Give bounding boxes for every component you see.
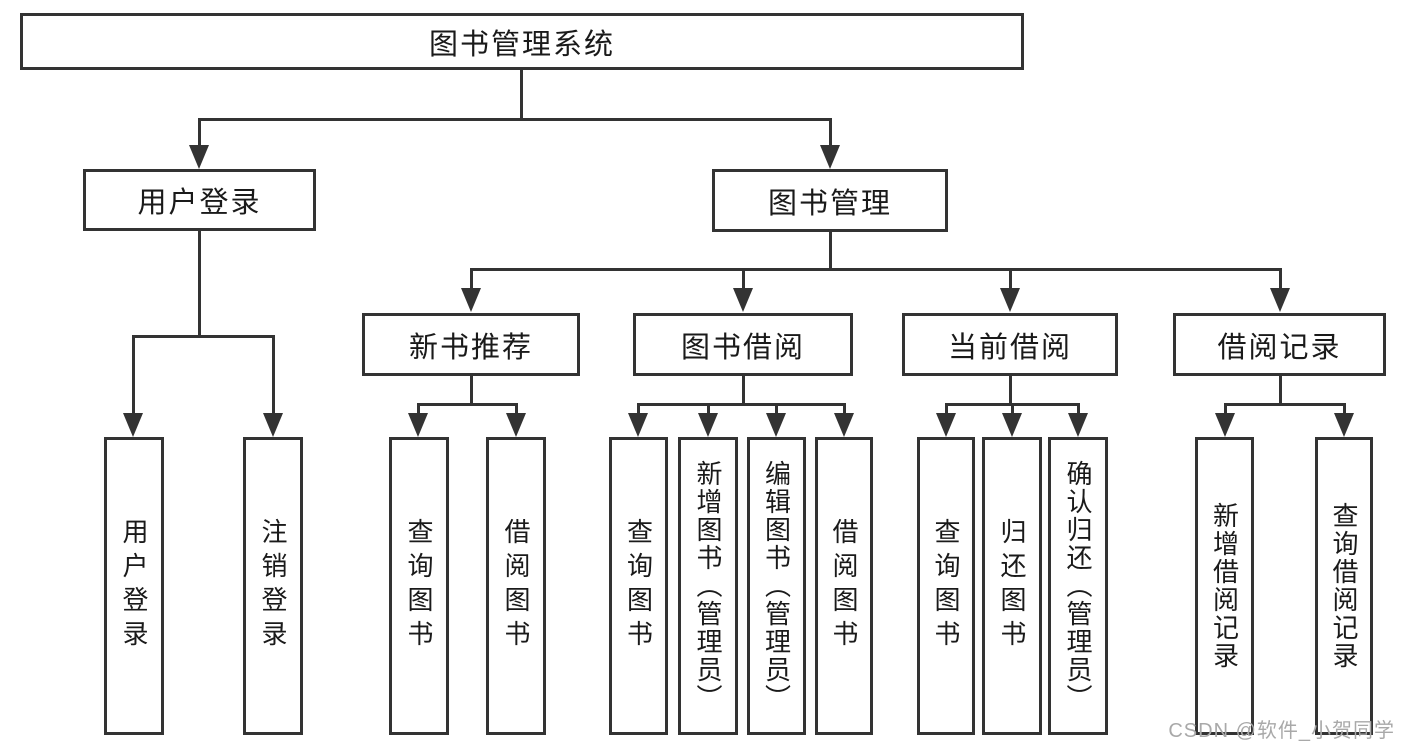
node-leaf-bor-add-books-admin-label: 新增图书（管理员）	[693, 460, 723, 712]
node-leaf-rec-query-books: 查询图书	[389, 437, 449, 735]
node-new-book-recommendation-label: 新书推荐	[408, 331, 533, 364]
connector-arrowhead	[189, 145, 209, 169]
connector-vline	[1279, 375, 1282, 405]
node-leaf-cur-return-books: 归还图书	[982, 437, 1042, 735]
connector-vline	[637, 403, 640, 415]
node-leaf-logout: 注销登录	[243, 437, 303, 735]
connector-vline	[272, 335, 275, 414]
connector-arrowhead	[1215, 413, 1235, 437]
node-leaf-hist-query-record: 查询借阅记录	[1315, 437, 1373, 735]
node-leaf-user-login: 用户登录	[104, 437, 164, 735]
connector-vline	[707, 403, 710, 415]
connector-vline	[1009, 268, 1012, 290]
node-book-borrowing: 图书借阅	[633, 313, 853, 376]
node-current-borrowing-label: 当前借阅	[947, 331, 1072, 364]
node-leaf-user-login-label: 用户登录	[119, 518, 149, 654]
node-leaf-cur-return-books-label: 归还图书	[997, 518, 1027, 654]
connector-arrowhead	[1002, 413, 1022, 437]
connector-vline	[132, 335, 135, 414]
connector-arrowhead	[834, 413, 854, 437]
connector-vline	[520, 69, 523, 120]
connector-vline	[1279, 268, 1282, 290]
node-book-management-label: 图书管理	[767, 187, 892, 220]
node-borrowing-records-label: 借阅记录	[1217, 331, 1342, 364]
node-book-borrowing-label: 图书借阅	[680, 331, 805, 364]
node-leaf-bor-edit-books-admin: 编辑图书（管理员）	[747, 437, 806, 735]
connector-arrowhead	[1334, 413, 1354, 437]
connector-arrowhead	[263, 413, 283, 437]
connector-vline	[417, 403, 420, 415]
node-current-borrowing: 当前借阅	[902, 313, 1118, 376]
node-root-label: 图书管理系统	[428, 28, 615, 61]
node-leaf-bor-edit-books-admin-label: 编辑图书（管理员）	[761, 460, 792, 712]
connector-hline	[470, 268, 1282, 271]
node-leaf-cur-query-books: 查询图书	[917, 437, 975, 735]
connector-vline	[843, 403, 846, 415]
connector-arrowhead	[461, 288, 481, 312]
node-leaf-bor-add-books-admin: 新增图书（管理员）	[678, 437, 738, 735]
csdn-watermark: CSDN @软件_小贺同学	[1168, 720, 1395, 742]
connector-vline	[1009, 375, 1012, 405]
node-leaf-hist-add-record-label: 新增借阅记录	[1209, 502, 1240, 670]
connector-hline	[417, 403, 518, 406]
connector-vline	[1343, 403, 1346, 415]
connector-hline	[132, 335, 275, 338]
connector-arrowhead	[506, 413, 526, 437]
node-leaf-rec-borrow-books-label: 借阅图书	[501, 518, 531, 654]
connector-vline	[470, 375, 473, 405]
node-new-book-recommendation: 新书推荐	[362, 313, 580, 376]
node-leaf-rec-borrow-books: 借阅图书	[486, 437, 546, 735]
connector-vline	[198, 231, 201, 337]
connector-arrowhead	[698, 413, 718, 437]
connector-arrowhead	[1270, 288, 1290, 312]
node-leaf-bor-query-books: 查询图书	[609, 437, 668, 735]
node-user-login-label: 用户登录	[137, 187, 262, 219]
node-user-login: 用户登录	[83, 169, 316, 231]
node-leaf-logout-label: 注销登录	[258, 518, 288, 654]
node-borrowing-records: 借阅记录	[1173, 313, 1386, 376]
connector-vline	[742, 375, 745, 405]
connector-arrowhead	[123, 413, 143, 437]
connector-hline	[637, 403, 846, 406]
node-leaf-bor-borrow-books: 借阅图书	[815, 437, 873, 735]
connector-vline	[198, 118, 201, 146]
connector-arrowhead	[628, 413, 648, 437]
connector-vline	[470, 268, 473, 290]
connector-hline	[1224, 403, 1345, 406]
connector-arrowhead	[733, 288, 753, 312]
node-leaf-hist-add-record: 新增借阅记录	[1195, 437, 1254, 735]
node-leaf-rec-query-books-label: 查询图书	[404, 518, 434, 654]
connector-vline	[1077, 403, 1080, 415]
connector-vline	[515, 403, 518, 415]
node-book-management: 图书管理	[712, 169, 948, 232]
connector-vline	[829, 118, 832, 146]
node-root: 图书管理系统	[20, 13, 1024, 70]
node-leaf-cur-confirm-return-admin-label: 确认归还（管理员）	[1063, 460, 1093, 712]
connector-vline	[829, 232, 832, 270]
connector-vline	[945, 403, 948, 415]
connector-vline	[1011, 403, 1014, 415]
connector-hline	[198, 118, 832, 121]
node-leaf-bor-query-books-label: 查询图书	[623, 518, 654, 654]
connector-vline	[742, 268, 745, 290]
connector-arrowhead	[820, 145, 840, 169]
node-leaf-cur-confirm-return-admin: 确认归还（管理员）	[1048, 437, 1108, 735]
connector-arrowhead	[936, 413, 956, 437]
connector-vline	[1224, 403, 1227, 415]
connector-arrowhead	[1068, 413, 1088, 437]
node-leaf-cur-query-books-label: 查询图书	[931, 518, 961, 654]
connector-vline	[775, 403, 778, 415]
node-leaf-bor-borrow-books-label: 借阅图书	[829, 518, 859, 654]
connector-arrowhead	[1000, 288, 1020, 312]
connector-arrowhead	[766, 413, 786, 437]
node-leaf-hist-query-record-label: 查询借阅记录	[1329, 502, 1359, 670]
connector-arrowhead	[408, 413, 428, 437]
